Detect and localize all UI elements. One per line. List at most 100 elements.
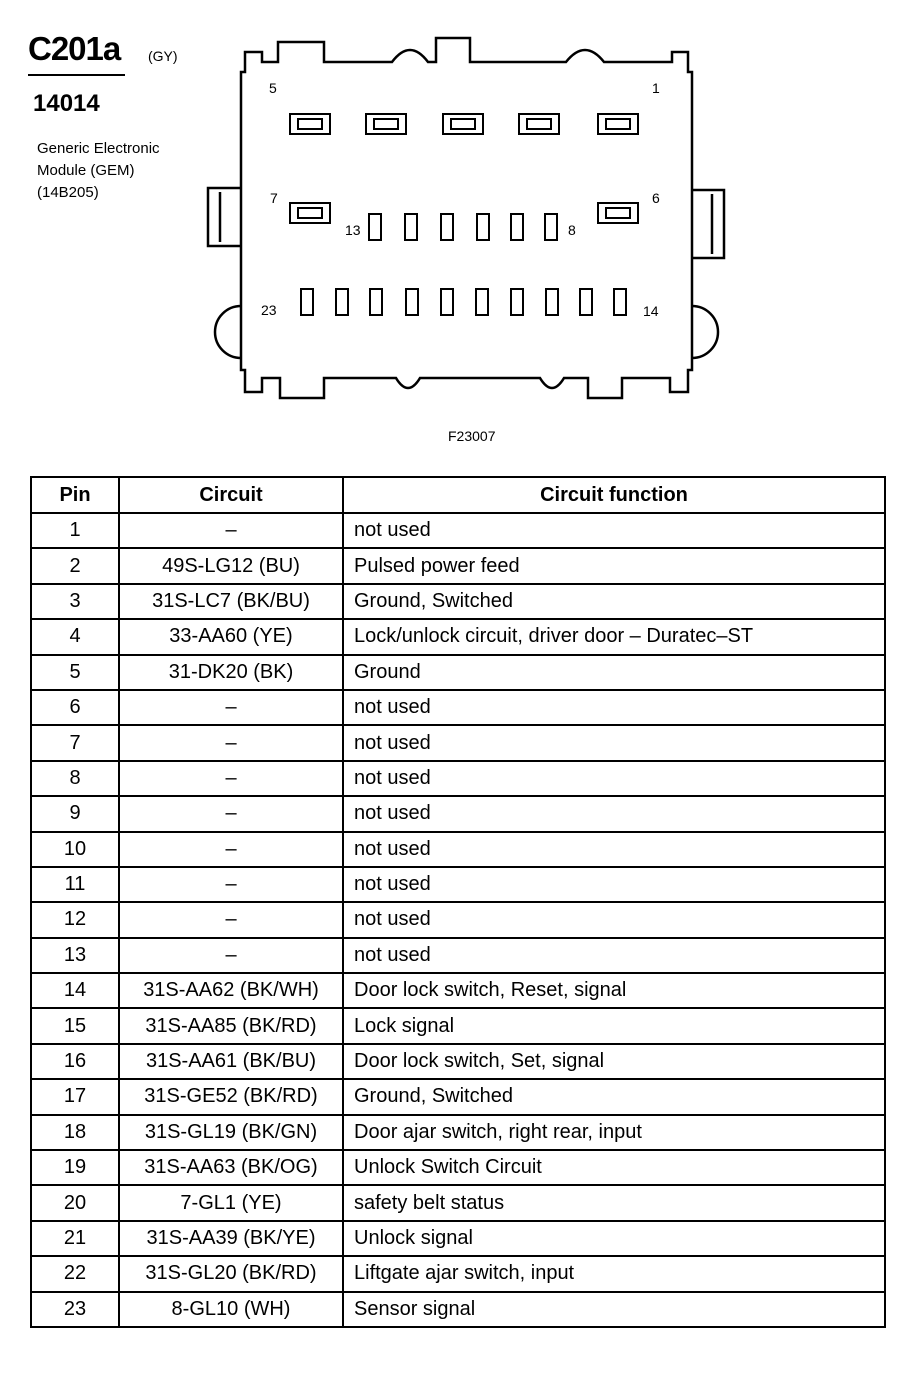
pin-cell: 18 [30, 1113, 120, 1152]
function-cell: not used [342, 724, 886, 762]
pin-16 [545, 288, 559, 316]
pin-11 [440, 213, 454, 241]
connector-body-outline [239, 36, 694, 400]
pin-cell: 15 [30, 1007, 120, 1045]
pin-10 [476, 213, 490, 241]
pin-label: 13 [345, 222, 361, 238]
pin-cell: 8 [30, 759, 120, 798]
table-row: 7–not used [30, 724, 886, 762]
pin-cell: 5 [30, 653, 120, 691]
pin-cell: 16 [30, 1042, 120, 1081]
pin-row-middle [289, 202, 639, 241]
right-latch [692, 188, 726, 260]
circuit-cell: – [118, 830, 344, 868]
function-cell: Sensor signal [342, 1290, 886, 1328]
function-cell: Door lock switch, Reset, signal [342, 972, 886, 1010]
pin-cell: 22 [30, 1255, 120, 1293]
function-cell: not used [342, 936, 886, 975]
circuit-cell: 31S-GL20 (BK/RD) [118, 1255, 344, 1293]
pin-cell: 4 [30, 618, 120, 656]
pin-1 [597, 113, 639, 135]
table-row: 12–not used [30, 901, 886, 939]
table-row: 13–not used [30, 936, 886, 975]
table-row: 6–not used [30, 688, 886, 727]
pin-19 [440, 288, 454, 316]
pin-label: 5 [269, 80, 277, 96]
table-header-row: Pin Circuit Circuit function [30, 476, 886, 514]
module-desc-line-1: Generic Electronic [37, 140, 160, 157]
circuit-cell: 31S-AA63 (BK/OG) [118, 1149, 344, 1187]
pin-18 [475, 288, 489, 316]
pin-15 [579, 288, 593, 316]
table-row: 8–not used [30, 759, 886, 798]
pin-12 [404, 213, 418, 241]
circuit-cell: – [118, 795, 344, 833]
connector-id-underline [28, 74, 125, 76]
table-row: 11–not used [30, 865, 886, 904]
circuit-cell: 33-AA60 (YE) [118, 618, 344, 656]
pin-23 [300, 288, 314, 316]
pin-cell: 9 [30, 795, 120, 833]
pin-row-bottom [300, 288, 627, 316]
pin-cell: 11 [30, 865, 120, 904]
pin-22 [335, 288, 349, 316]
circuit-cell: 8-GL10 (WH) [118, 1290, 344, 1328]
function-cell: Ground [342, 653, 886, 691]
circuit-cell: – [118, 724, 344, 762]
function-cell: not used [342, 795, 886, 833]
function-cell: Pulsed power feed [342, 547, 886, 585]
function-cell: Door lock switch, Set, signal [342, 1042, 886, 1081]
circuit-cell: 31S-AA62 (BK/WH) [118, 972, 344, 1010]
pin-cell: 13 [30, 936, 120, 975]
function-cell: Ground, Switched [342, 582, 886, 621]
circuit-cell: 31S-GE52 (BK/RD) [118, 1078, 344, 1116]
circuit-cell: 31S-LC7 (BK/BU) [118, 582, 344, 621]
part-number: 14014 [33, 90, 100, 117]
right-boss [691, 304, 720, 360]
header-circuit: Circuit [118, 476, 344, 514]
pin-label: 8 [568, 222, 576, 238]
function-cell: Unlock signal [342, 1219, 886, 1258]
pin-cell: 23 [30, 1290, 120, 1328]
left-latch [206, 186, 241, 248]
circuit-cell: 31S-AA39 (BK/YE) [118, 1219, 344, 1258]
circuit-cell: – [118, 688, 344, 727]
circuit-cell: 31S-AA85 (BK/RD) [118, 1007, 344, 1045]
pin-row-top [289, 113, 639, 135]
circuit-cell: – [118, 901, 344, 939]
pin-20 [405, 288, 419, 316]
pin-cell: 17 [30, 1078, 120, 1116]
function-cell: not used [342, 688, 886, 727]
pin-cell: 14 [30, 972, 120, 1010]
pin-label: 14 [643, 303, 659, 319]
pin-7 [289, 202, 331, 224]
table-row: 1–not used [30, 511, 886, 550]
pin-6 [597, 202, 639, 224]
connector-face-diagram: 5 1 7 6 13 8 23 14 [206, 36, 726, 400]
pin-17 [510, 288, 524, 316]
pin-label: 7 [270, 190, 278, 206]
function-cell: not used [342, 865, 886, 904]
pin-cell: 21 [30, 1219, 120, 1258]
function-cell: Lock signal [342, 1007, 886, 1045]
pin-label: 1 [652, 80, 660, 96]
pin-label: 6 [652, 190, 660, 206]
pin-21 [369, 288, 383, 316]
pin-14 [613, 288, 627, 316]
connector-id: C201a [28, 30, 121, 67]
circuit-cell: – [118, 759, 344, 798]
function-cell: Ground, Switched [342, 1078, 886, 1116]
pin-3 [442, 113, 484, 135]
pin-5 [289, 113, 331, 135]
pin-4 [365, 113, 407, 135]
